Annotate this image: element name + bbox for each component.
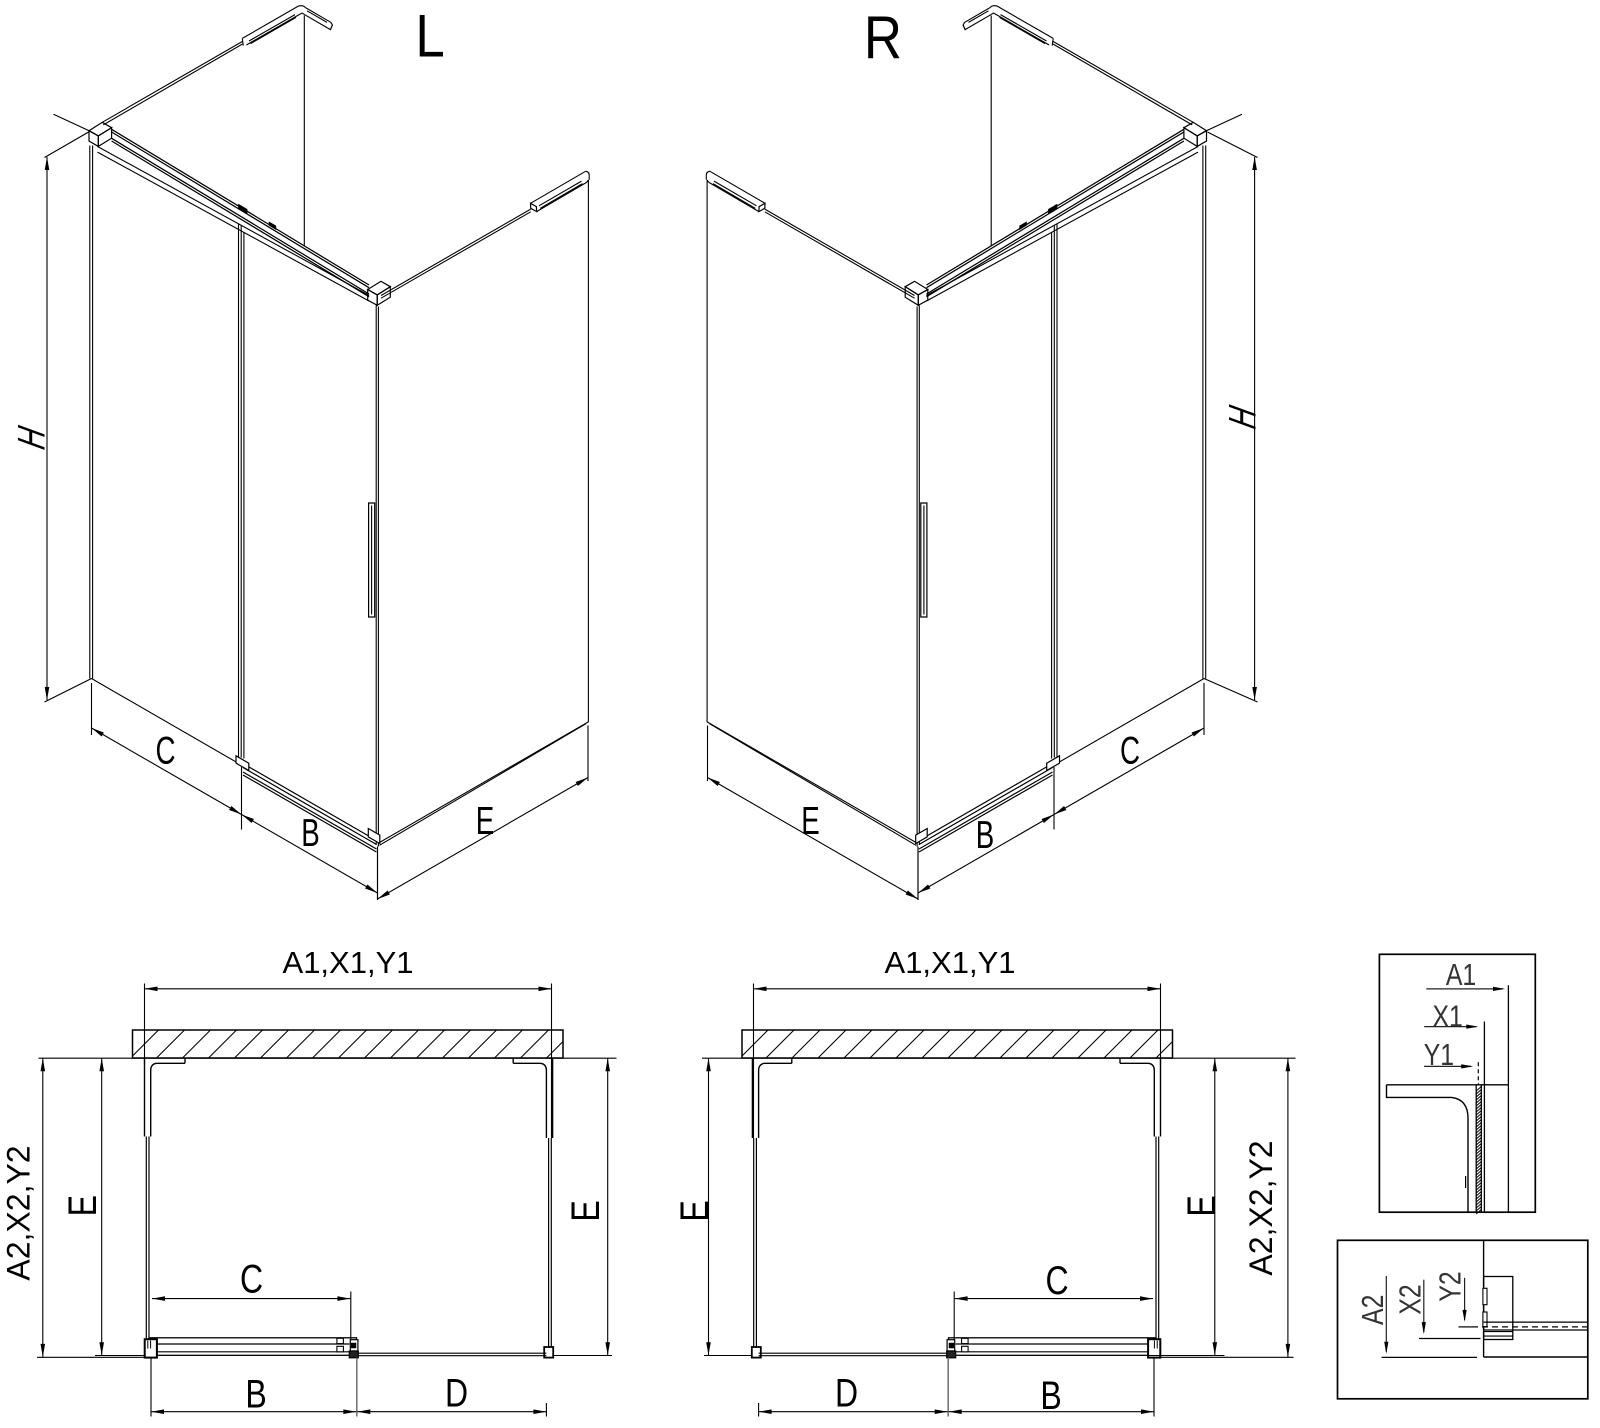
svg-text:C: C	[240, 1256, 263, 1301]
svg-text:R: R	[864, 5, 902, 72]
svg-text:C: C	[1120, 730, 1140, 772]
svg-text:A2,X2,Y2: A2,X2,Y2	[1243, 1140, 1279, 1275]
svg-text:E: E	[59, 1195, 104, 1216]
svg-text:Y2: Y2	[1433, 1271, 1467, 1301]
svg-text:B: B	[1040, 1372, 1061, 1417]
svg-text:E: E	[671, 1200, 716, 1221]
svg-text:X2: X2	[1393, 1284, 1427, 1314]
svg-text:A2,X2,Y2: A2,X2,Y2	[1, 1145, 37, 1280]
svg-text:A1,X1,Y1: A1,X1,Y1	[885, 945, 1016, 980]
svg-text:A1: A1	[1446, 957, 1476, 991]
svg-text:D: D	[445, 1370, 468, 1415]
svg-text:D: D	[835, 1370, 858, 1415]
svg-text:A1,X1,Y1: A1,X1,Y1	[283, 945, 414, 980]
svg-text:E: E	[1178, 1195, 1223, 1216]
svg-text:A2: A2	[1355, 1295, 1389, 1325]
svg-text:B: B	[245, 1371, 266, 1416]
svg-text:L: L	[415, 3, 444, 70]
svg-text:E: E	[562, 1200, 607, 1221]
svg-text:C: C	[1045, 1257, 1068, 1302]
svg-text:E: E	[476, 801, 494, 843]
svg-text:X1: X1	[1432, 999, 1462, 1033]
svg-text:B: B	[301, 813, 319, 855]
svg-text:B: B	[976, 815, 994, 857]
svg-text:E: E	[801, 801, 819, 843]
svg-text:C: C	[155, 730, 175, 772]
